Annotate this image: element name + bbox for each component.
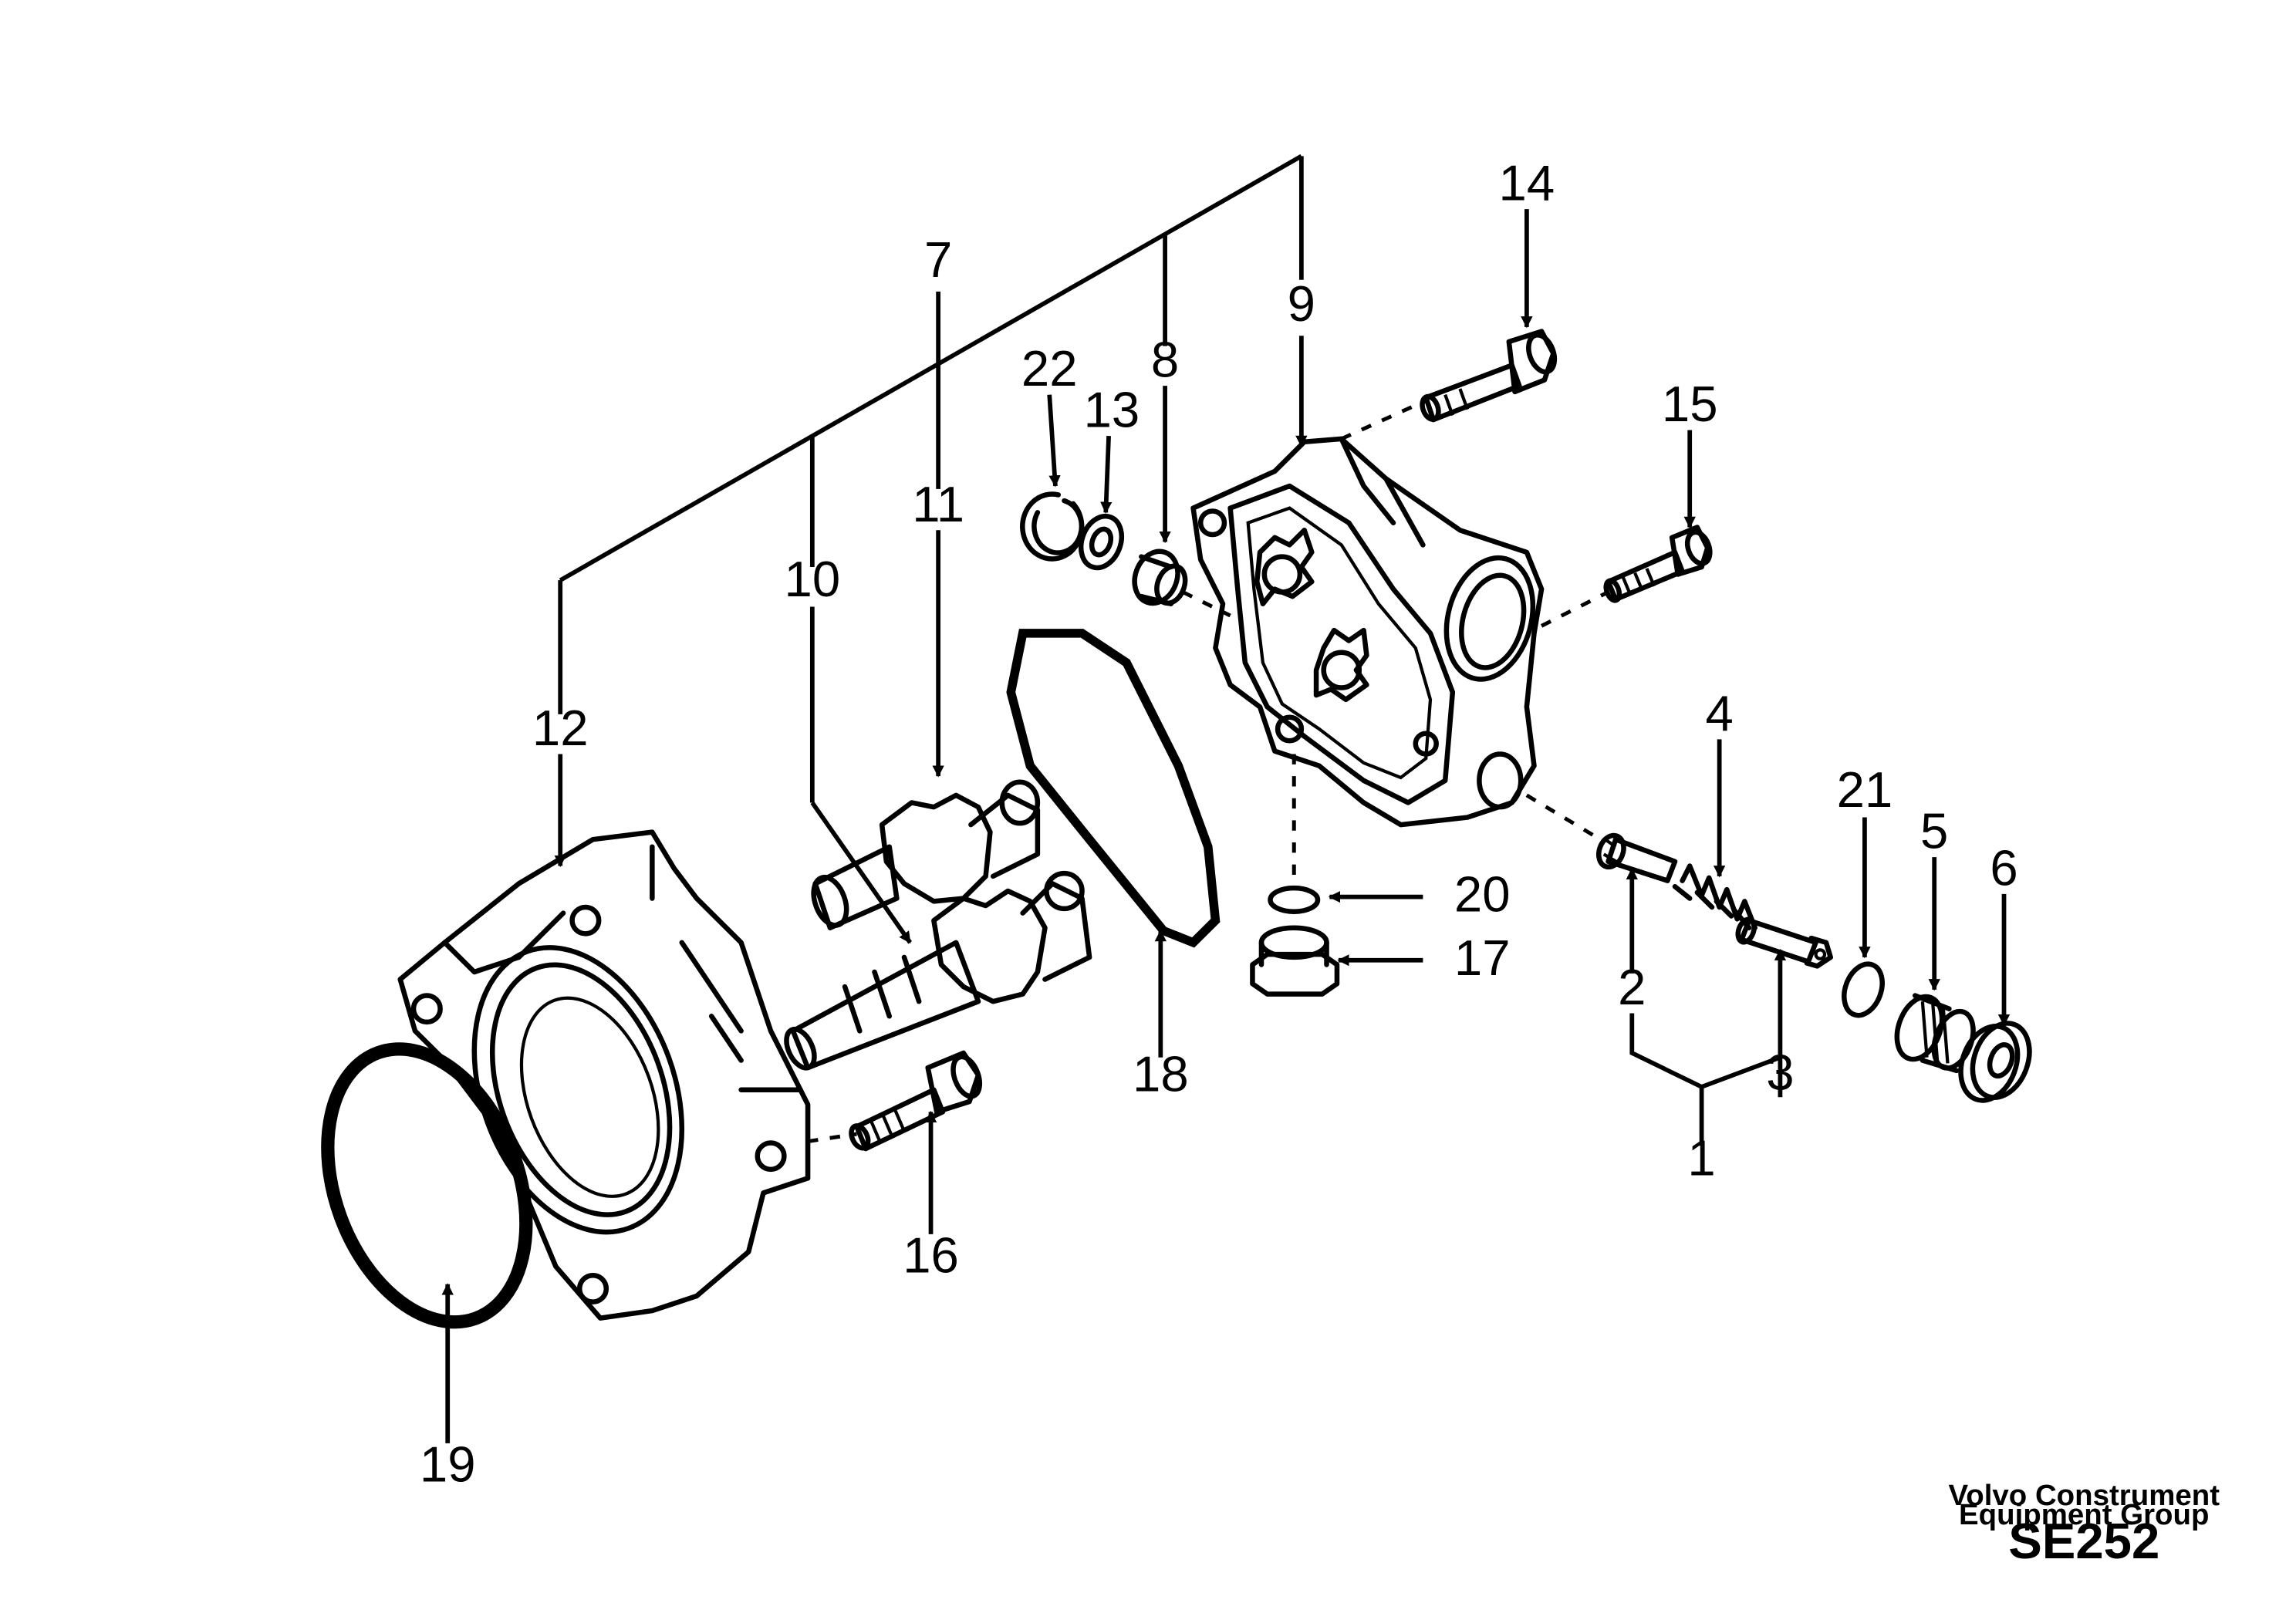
callout-5: 5 (1920, 803, 1948, 859)
o-ring-valve-part (1842, 961, 1885, 1018)
callout-15: 15 (1662, 376, 1718, 432)
callout-3: 3 (1766, 1045, 1794, 1101)
callout-4: 4 (1705, 685, 1733, 741)
callout-8: 8 (1151, 332, 1179, 388)
callout-11: 11 (912, 476, 964, 532)
callout-19: 19 (420, 1436, 476, 1493)
callout-21: 21 (1837, 761, 1893, 818)
threaded-plug-part (1894, 993, 1976, 1074)
callout-18: 18 (1133, 1046, 1189, 1102)
drive-gear-shaft-part (784, 870, 1092, 1071)
callout-16: 16 (903, 1227, 959, 1284)
callout-6: 6 (1990, 840, 2017, 896)
pump-housing-part (397, 829, 811, 1321)
o-ring-small-part (1268, 885, 1321, 914)
callout-13: 13 (1084, 382, 1140, 438)
relief-valve-part (1595, 832, 1678, 883)
callout-20: 20 (1454, 866, 1511, 923)
callout-10: 10 (785, 551, 841, 607)
company-name-line2: Equipment Group (1959, 1498, 2209, 1531)
valve-stem-part (1735, 916, 1833, 969)
valve-spring-part (1672, 863, 1758, 930)
o-ring-large-part (321, 1042, 533, 1329)
callout-labels: 1 2 3 4 5 6 7 8 9 10 11 12 13 14 15 16 1… (420, 155, 2018, 1493)
callout-7: 7 (924, 231, 952, 288)
pump-cover-part (1190, 436, 1545, 828)
callout-1: 1 (1687, 1130, 1715, 1186)
bushing-part (1132, 548, 1188, 606)
callout-17: 17 (1454, 930, 1511, 986)
snap-ring-part (1020, 491, 1085, 562)
gasket-part (1006, 629, 1221, 948)
leader-lines (441, 154, 2011, 1443)
bolt-lower-part (849, 1050, 983, 1152)
drawing-code: SE252 (2008, 1513, 2159, 1569)
callout-22: 22 (1021, 340, 1078, 397)
drawing-footer: Volvo Construment Equipment Group SE252 (1949, 1479, 2220, 1569)
idler-gear-part (811, 779, 1041, 930)
drain-plug-part (1250, 925, 1340, 997)
callout-9: 9 (1288, 275, 1315, 332)
washer-part (1958, 1021, 2032, 1103)
shaft-seal-part (1078, 513, 1125, 571)
callout-12: 12 (532, 700, 589, 756)
assembly-guide-lines (807, 399, 1609, 1143)
bolt-middle-part (1603, 525, 1713, 603)
company-name-line1: Volvo Construment (1949, 1479, 2220, 1512)
callout-14: 14 (1499, 155, 1555, 211)
bolt-upper-part (1420, 329, 1558, 423)
callout-2: 2 (1618, 959, 1646, 1015)
